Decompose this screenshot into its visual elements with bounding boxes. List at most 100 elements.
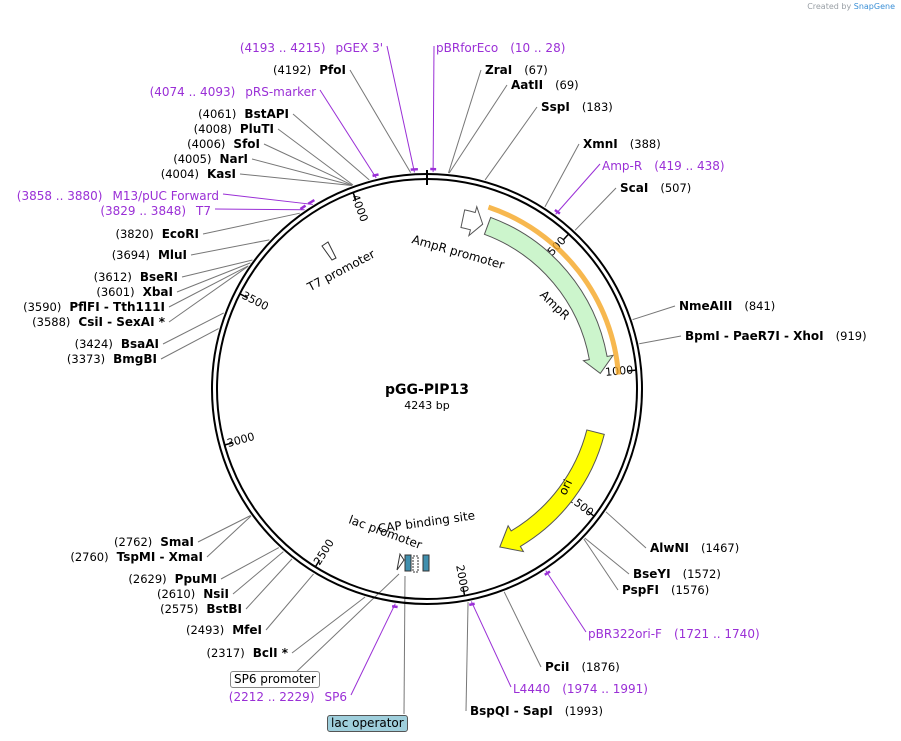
leader-lac-operator xyxy=(403,575,406,715)
enzyme-site-bpmi[interactable]: BpmI - PaeR7I - XhoI(919) xyxy=(685,329,867,343)
enzyme-name: MluI xyxy=(158,248,187,262)
enzyme-site-tspmi[interactable]: TspMI - XmaI(2760) xyxy=(70,550,203,564)
leader-scai xyxy=(574,187,617,231)
enzyme-position: (388) xyxy=(630,137,661,151)
enzyme-site-nari[interactable]: NarI(4005) xyxy=(173,152,248,166)
enzyme-site-bseyi[interactable]: BseYI(1572) xyxy=(633,567,721,581)
feature-label-lac-operator[interactable]: lac operator xyxy=(327,715,408,732)
enzyme-site-pfoi[interactable]: PfoI(4192) xyxy=(273,63,346,77)
enzyme-site-aatii[interactable]: AatII(69) xyxy=(511,78,579,92)
credit-prefix: Created by xyxy=(807,2,852,11)
primer-m13puc[interactable]: M13/pUC Forward(3858 .. 3880) xyxy=(17,189,219,203)
leader-pluti xyxy=(277,128,354,186)
primer-range: (1974 .. 1991) xyxy=(562,682,648,696)
leader-bcli xyxy=(291,596,366,654)
enzyme-site-bcli[interactable]: BclI *(2317) xyxy=(206,646,288,660)
tick-mark-4000 xyxy=(352,192,357,201)
enzyme-site-pspfi[interactable]: PspFI(1576) xyxy=(622,583,709,597)
feature-label-ori[interactable]: ori xyxy=(556,477,575,497)
enzyme-site-xmni[interactable]: XmnI(388) xyxy=(583,137,661,151)
feature-label-sp6-promoter[interactable]: SP6 promoter xyxy=(230,671,320,688)
feature-label-t7-promoter[interactable]: T7 promoter xyxy=(304,247,377,295)
enzyme-site-bmgbi[interactable]: BmgBI(3373) xyxy=(67,352,157,366)
enzyme-name: ZraI xyxy=(485,63,512,77)
enzyme-site-csii[interactable]: CsiI - SexAI *(3588) xyxy=(32,315,166,329)
enzyme-name: BstBI xyxy=(206,602,242,616)
leader-nmeaiii xyxy=(632,305,676,321)
enzyme-site-scai[interactable]: ScaI(507) xyxy=(620,181,691,195)
enzyme-position: (183) xyxy=(582,100,613,114)
enzyme-site-sfoi[interactable]: SfoI(4006) xyxy=(187,137,260,151)
enzyme-name: NmeAIII xyxy=(679,299,732,313)
primer-range: (4074 .. 4093) xyxy=(150,85,236,99)
enzyme-position: (3588) xyxy=(32,315,70,329)
primer-name: T7 xyxy=(195,204,211,218)
tick-mark-500 xyxy=(562,233,570,241)
enzyme-site-pluti[interactable]: PluTI(4008) xyxy=(194,122,274,136)
enzyme-site-smai[interactable]: SmaI(2762) xyxy=(114,535,194,549)
tick-label-3000: 3000 xyxy=(226,430,256,450)
enzyme-site-pcii[interactable]: PciI(1876) xyxy=(545,660,620,674)
primer-pgex3[interactable]: pGEX 3'(4193 .. 4215) xyxy=(240,41,383,55)
leader-bseyi xyxy=(584,537,630,575)
enzyme-site-ppumi[interactable]: PpuMI(2629) xyxy=(128,572,217,586)
enzyme-site-zrai[interactable]: ZraI(67) xyxy=(485,63,548,77)
enzyme-site-xbai[interactable]: XbaI(3601) xyxy=(96,285,173,299)
leader-bsaai xyxy=(162,312,224,345)
backbone-ring xyxy=(211,170,643,605)
leader-nsii xyxy=(232,551,284,595)
enzyme-site-mlui[interactable]: MluI(3694) xyxy=(112,248,187,262)
enzyme-name: PluTI xyxy=(240,122,274,136)
lac-promoter-arrow[interactable] xyxy=(412,555,419,573)
enzyme-site-ecori[interactable]: EcoRI(3820) xyxy=(115,227,199,241)
feature-label-ampr-promoter[interactable]: AmpR promoter xyxy=(410,232,506,272)
primer-prsmarker[interactable]: pRS-marker (4074 .. 4093) xyxy=(150,85,316,99)
enzyme-site-nsii[interactable]: NsiI(2610) xyxy=(157,587,229,601)
enzyme-site-bseri[interactable]: BseRI(3612) xyxy=(94,270,178,284)
primer-t7[interactable]: T7(3829 .. 3848) xyxy=(100,204,211,218)
tick-label-4000: 4000 xyxy=(348,193,370,224)
enzyme-site-nmeaiii[interactable]: NmeAIII(841) xyxy=(679,299,775,313)
enzyme-site-bstapi[interactable]: BstAPI(4061) xyxy=(198,107,289,121)
primer-range: (419 .. 438) xyxy=(654,159,724,173)
primer-pbr322ori[interactable]: pBR322ori-F(1721 .. 1740) xyxy=(588,627,760,641)
enzyme-position: (69) xyxy=(555,78,579,92)
enzyme-position: (919) xyxy=(836,329,867,343)
lac-operator-block[interactable] xyxy=(422,554,430,572)
primer-l4440[interactable]: L4440(1974 .. 1991) xyxy=(513,682,648,696)
primer-range: (4193 .. 4215) xyxy=(240,41,326,55)
tick-mark-1500 xyxy=(587,510,595,517)
enzyme-site-bsaai[interactable]: BsaAI(3424) xyxy=(75,337,159,351)
enzyme-name: EcoRI xyxy=(162,227,199,241)
enzyme-name: MfeI xyxy=(232,623,262,637)
primer-pbrforeco[interactable]: pBRforEco(10 .. 28) xyxy=(436,41,565,55)
enzyme-position: (1876) xyxy=(582,660,620,674)
features xyxy=(321,204,621,573)
cap-binding-site-block[interactable] xyxy=(404,554,412,572)
primer-name: SP6 xyxy=(325,690,348,704)
enzyme-site-sspi[interactable]: SspI(183) xyxy=(541,100,613,114)
leader-pbr322ori xyxy=(545,570,587,633)
primer-sp6[interactable]: SP6(2212 .. 2229) xyxy=(229,690,347,704)
ampr-arrow[interactable] xyxy=(483,216,615,375)
leader-xbai xyxy=(176,262,251,293)
enzyme-site-alwni[interactable]: AlwNI(1467) xyxy=(650,541,739,555)
leader-sspi xyxy=(484,106,538,181)
leader-pcii xyxy=(503,591,542,668)
leader-bstbi xyxy=(245,558,293,610)
enzyme-site-pflfi[interactable]: PflFI - Tth111I(3590) xyxy=(23,300,165,314)
primer-ampr_p[interactable]: Amp-R (419 .. 438) xyxy=(602,159,725,173)
sp6-promoter-arrow[interactable] xyxy=(396,552,405,571)
enzyme-site-mfei[interactable]: MfeI(2493) xyxy=(186,623,262,637)
enzyme-site-bspqi[interactable]: BspQI - SapI(1993) xyxy=(470,704,603,718)
enzyme-site-kasi[interactable]: KasI(4004) xyxy=(161,167,236,181)
t7-promoter-arrow[interactable] xyxy=(321,241,337,261)
enzyme-name: BseRI xyxy=(140,270,178,284)
enzyme-site-bstbi[interactable]: BstBI(2575) xyxy=(160,602,242,616)
ori-arrow[interactable] xyxy=(499,429,605,553)
primer-name: Amp-R xyxy=(602,159,642,173)
primer-name: pRS-marker xyxy=(245,85,316,99)
ampr-promoter-arrow[interactable] xyxy=(460,204,484,238)
enzyme-position: (4004) xyxy=(161,167,199,181)
enzyme-name: BspQI - SapI xyxy=(470,704,553,718)
